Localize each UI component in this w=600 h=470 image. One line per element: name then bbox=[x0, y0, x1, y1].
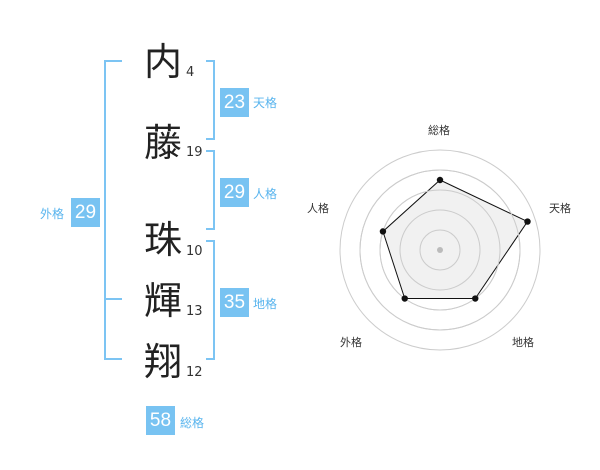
name-char-2: 藤 bbox=[143, 121, 182, 165]
soukaku-label: 総格 bbox=[180, 416, 205, 430]
radar-label-chikaku: 地格 bbox=[512, 336, 534, 349]
radar-point-2 bbox=[524, 218, 531, 225]
jinkaku-label: 人格 bbox=[253, 187, 278, 201]
name-char-1: 内 bbox=[143, 40, 182, 84]
radar-inner-ring bbox=[379, 189, 501, 311]
stroke-count-5: 12 bbox=[186, 365, 203, 380]
chikaku-label: 地格 bbox=[253, 297, 278, 311]
radar-label-jinkaku: 人格 bbox=[307, 202, 329, 215]
radar-label-soukaku: 総格 bbox=[428, 124, 450, 137]
gaikaku-label: 外格 bbox=[40, 207, 65, 221]
stroke-count-2: 19 bbox=[186, 145, 203, 160]
radar-point-1 bbox=[436, 176, 444, 184]
name-char-3: 珠 bbox=[143, 218, 182, 262]
radar-inner-ring bbox=[359, 169, 521, 331]
radar-point-5 bbox=[379, 228, 387, 235]
radar-label-tenkaku: 天格 bbox=[549, 202, 571, 215]
radar-point-4 bbox=[401, 295, 408, 302]
name-char-4: 輝 bbox=[143, 279, 182, 323]
stroke-count-3: 10 bbox=[186, 244, 203, 259]
soukaku-value: 58 bbox=[146, 406, 175, 435]
jinkaku-value: 29 bbox=[220, 178, 249, 207]
stroke-count-4: 13 bbox=[186, 304, 203, 319]
tenkaku-label: 天格 bbox=[253, 96, 278, 110]
chikaku-value: 35 bbox=[220, 288, 249, 317]
gaikaku-value: 29 bbox=[71, 198, 100, 227]
radar-inner-ring bbox=[419, 229, 461, 271]
name-char-5: 翔 bbox=[143, 340, 182, 384]
radar-point-3 bbox=[472, 295, 479, 302]
tenkaku-value: 23 bbox=[220, 88, 249, 117]
radar-ring bbox=[339, 149, 541, 351]
radar-area bbox=[382, 179, 529, 300]
stroke-count-1: 4 bbox=[186, 65, 195, 80]
radar-inner-ring bbox=[399, 209, 481, 291]
radar-label-gaikaku: 外格 bbox=[340, 336, 362, 349]
radar-center bbox=[437, 247, 443, 253]
